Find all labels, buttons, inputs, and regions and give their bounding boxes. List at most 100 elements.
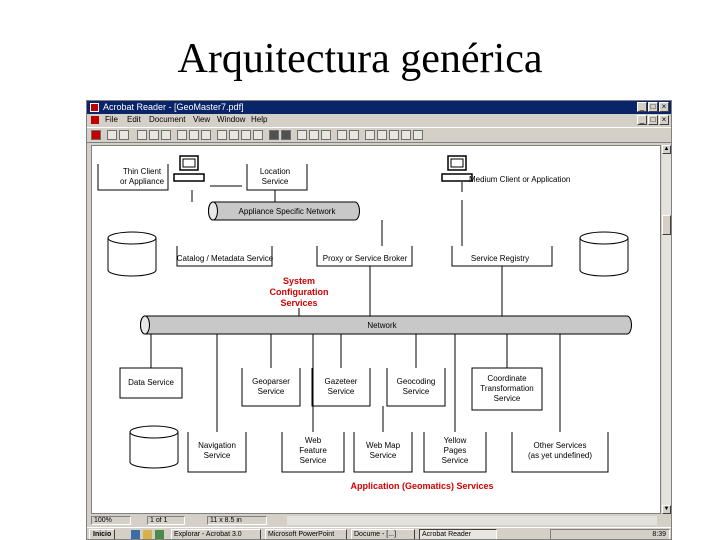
window-titlebar[interactable]: Acrobat Reader - [GeoMaster7.pdf] _ □ ×: [87, 101, 671, 114]
menu-window[interactable]: Window: [217, 115, 246, 124]
zoom-field[interactable]: 100%: [91, 516, 131, 525]
fit-width-icon[interactable]: [321, 130, 331, 140]
geocoding-box: [386, 368, 446, 407]
web-map-box: [353, 432, 413, 473]
thin-client-box: [97, 164, 169, 191]
page-field[interactable]: 1 of 1: [147, 516, 185, 525]
scroll-down-button[interactable]: ▼: [662, 505, 671, 514]
taskbar-item-explorer[interactable]: Explorar - Acrobat 3.0: [171, 529, 261, 539]
select-text-icon[interactable]: [201, 130, 211, 140]
data-service-label: Data Service: [128, 378, 174, 387]
acrobat-app-icon[interactable]: [90, 103, 99, 112]
go-forward-icon[interactable]: [281, 130, 291, 140]
hand-tool-icon[interactable]: [177, 130, 187, 140]
document-control-icon[interactable]: [91, 116, 99, 124]
print-icon[interactable]: [119, 130, 129, 140]
find-icon[interactable]: [365, 130, 375, 140]
taskbar-item-acrobat[interactable]: Acrobat Reader: [419, 529, 497, 539]
bookmarks-icon[interactable]: [149, 130, 159, 140]
other-services-box: [511, 432, 609, 473]
yellow-pages-box: [423, 432, 487, 473]
status-bar: 100% 1 of 1 11 x 8.5 in: [87, 515, 671, 526]
taskbar-item-document[interactable]: Docume - [...]: [351, 529, 415, 539]
data-database-icon: [129, 425, 179, 469]
horizontal-scrollbar[interactable]: [287, 516, 657, 525]
search-icon[interactable]: [377, 130, 387, 140]
rotate-right-icon[interactable]: [349, 130, 359, 140]
thin-client-computer-icon: [173, 155, 205, 182]
start-button[interactable]: Inicio: [89, 529, 116, 539]
slide-title: Arquitectura genérica: [177, 36, 543, 82]
doc-restore-button[interactable]: □: [648, 115, 658, 125]
appliance-network-label: Appliance Specific Network: [239, 207, 337, 216]
acrobat-logo-icon: [91, 130, 101, 140]
service-registry-label: Service Registry: [471, 254, 529, 263]
system-tray: 8:39: [550, 529, 670, 539]
catalog-service-box: [176, 246, 273, 267]
proxy-broker-label: Proxy or Service Broker: [323, 254, 408, 263]
app-services-label: Application (Geomatics) Services: [350, 481, 493, 491]
zoom-tool-icon[interactable]: [189, 130, 199, 140]
previous-highlight-icon[interactable]: [401, 130, 411, 140]
location-service-box: [246, 164, 308, 191]
scroll-thumb[interactable]: [662, 215, 671, 235]
scroll-up-button[interactable]: ▲: [662, 145, 671, 154]
medium-client-computer-icon: [441, 155, 473, 182]
catalog-service-label: Catalog / Metadata Service: [177, 254, 274, 263]
geoparser-box: [241, 368, 301, 407]
last-page-icon[interactable]: [253, 130, 263, 140]
open-icon[interactable]: [107, 130, 117, 140]
doc-close-button[interactable]: ×: [659, 115, 669, 125]
actual-size-icon[interactable]: [297, 130, 307, 140]
search-results-icon[interactable]: [389, 130, 399, 140]
rotate-left-icon[interactable]: [337, 130, 347, 140]
catalog-database-icon: [107, 231, 157, 277]
proxy-broker-box: [316, 246, 413, 267]
go-back-icon[interactable]: [269, 130, 279, 140]
acrobat-reader-window: Acrobat Reader - [GeoMaster7.pdf] _ □ × …: [86, 100, 672, 540]
menu-document[interactable]: Document: [149, 115, 186, 124]
previous-page-icon[interactable]: [229, 130, 239, 140]
taskbar-item-powerpoint[interactable]: Microsoft PowerPoint: [265, 529, 347, 539]
menu-file[interactable]: File: [105, 115, 118, 124]
ie-quicklaunch-icon[interactable]: [131, 530, 140, 539]
doc-minimize-button[interactable]: _: [637, 115, 647, 125]
first-page-icon[interactable]: [217, 130, 227, 140]
outlook-quicklaunch-icon[interactable]: [155, 530, 164, 539]
fit-page-icon[interactable]: [309, 130, 319, 140]
menu-bar: File Edit Document View Window Help _ □ …: [87, 114, 671, 126]
other-services-label: Other Services(as yet undefined): [528, 441, 592, 460]
window-title: Acrobat Reader - [GeoMaster7.pdf]: [103, 102, 244, 112]
page-size-field: 11 x 8.5 in: [207, 516, 267, 525]
menu-view[interactable]: View: [193, 115, 211, 124]
menu-help[interactable]: Help: [251, 115, 268, 124]
vertical-scrollbar[interactable]: ▲ ▼: [662, 145, 671, 514]
maximize-button[interactable]: □: [648, 102, 658, 112]
next-highlight-icon[interactable]: [413, 130, 423, 140]
page-only-icon[interactable]: [137, 130, 147, 140]
menu-edit[interactable]: Edit: [127, 115, 141, 124]
service-registry-box: [451, 246, 553, 267]
close-button[interactable]: ×: [659, 102, 669, 112]
thumbnails-icon[interactable]: [161, 130, 171, 140]
navigation-box: [187, 432, 247, 473]
windows-taskbar: Inicio Explorar - Acrobat 3.0 Microsoft …: [87, 527, 671, 539]
gazeteer-box: [311, 368, 371, 407]
desktop-quicklaunch-icon[interactable]: [143, 530, 152, 539]
minimize-button[interactable]: _: [637, 102, 647, 112]
next-page-icon[interactable]: [241, 130, 251, 140]
tray-clock: 8:39: [652, 531, 666, 538]
